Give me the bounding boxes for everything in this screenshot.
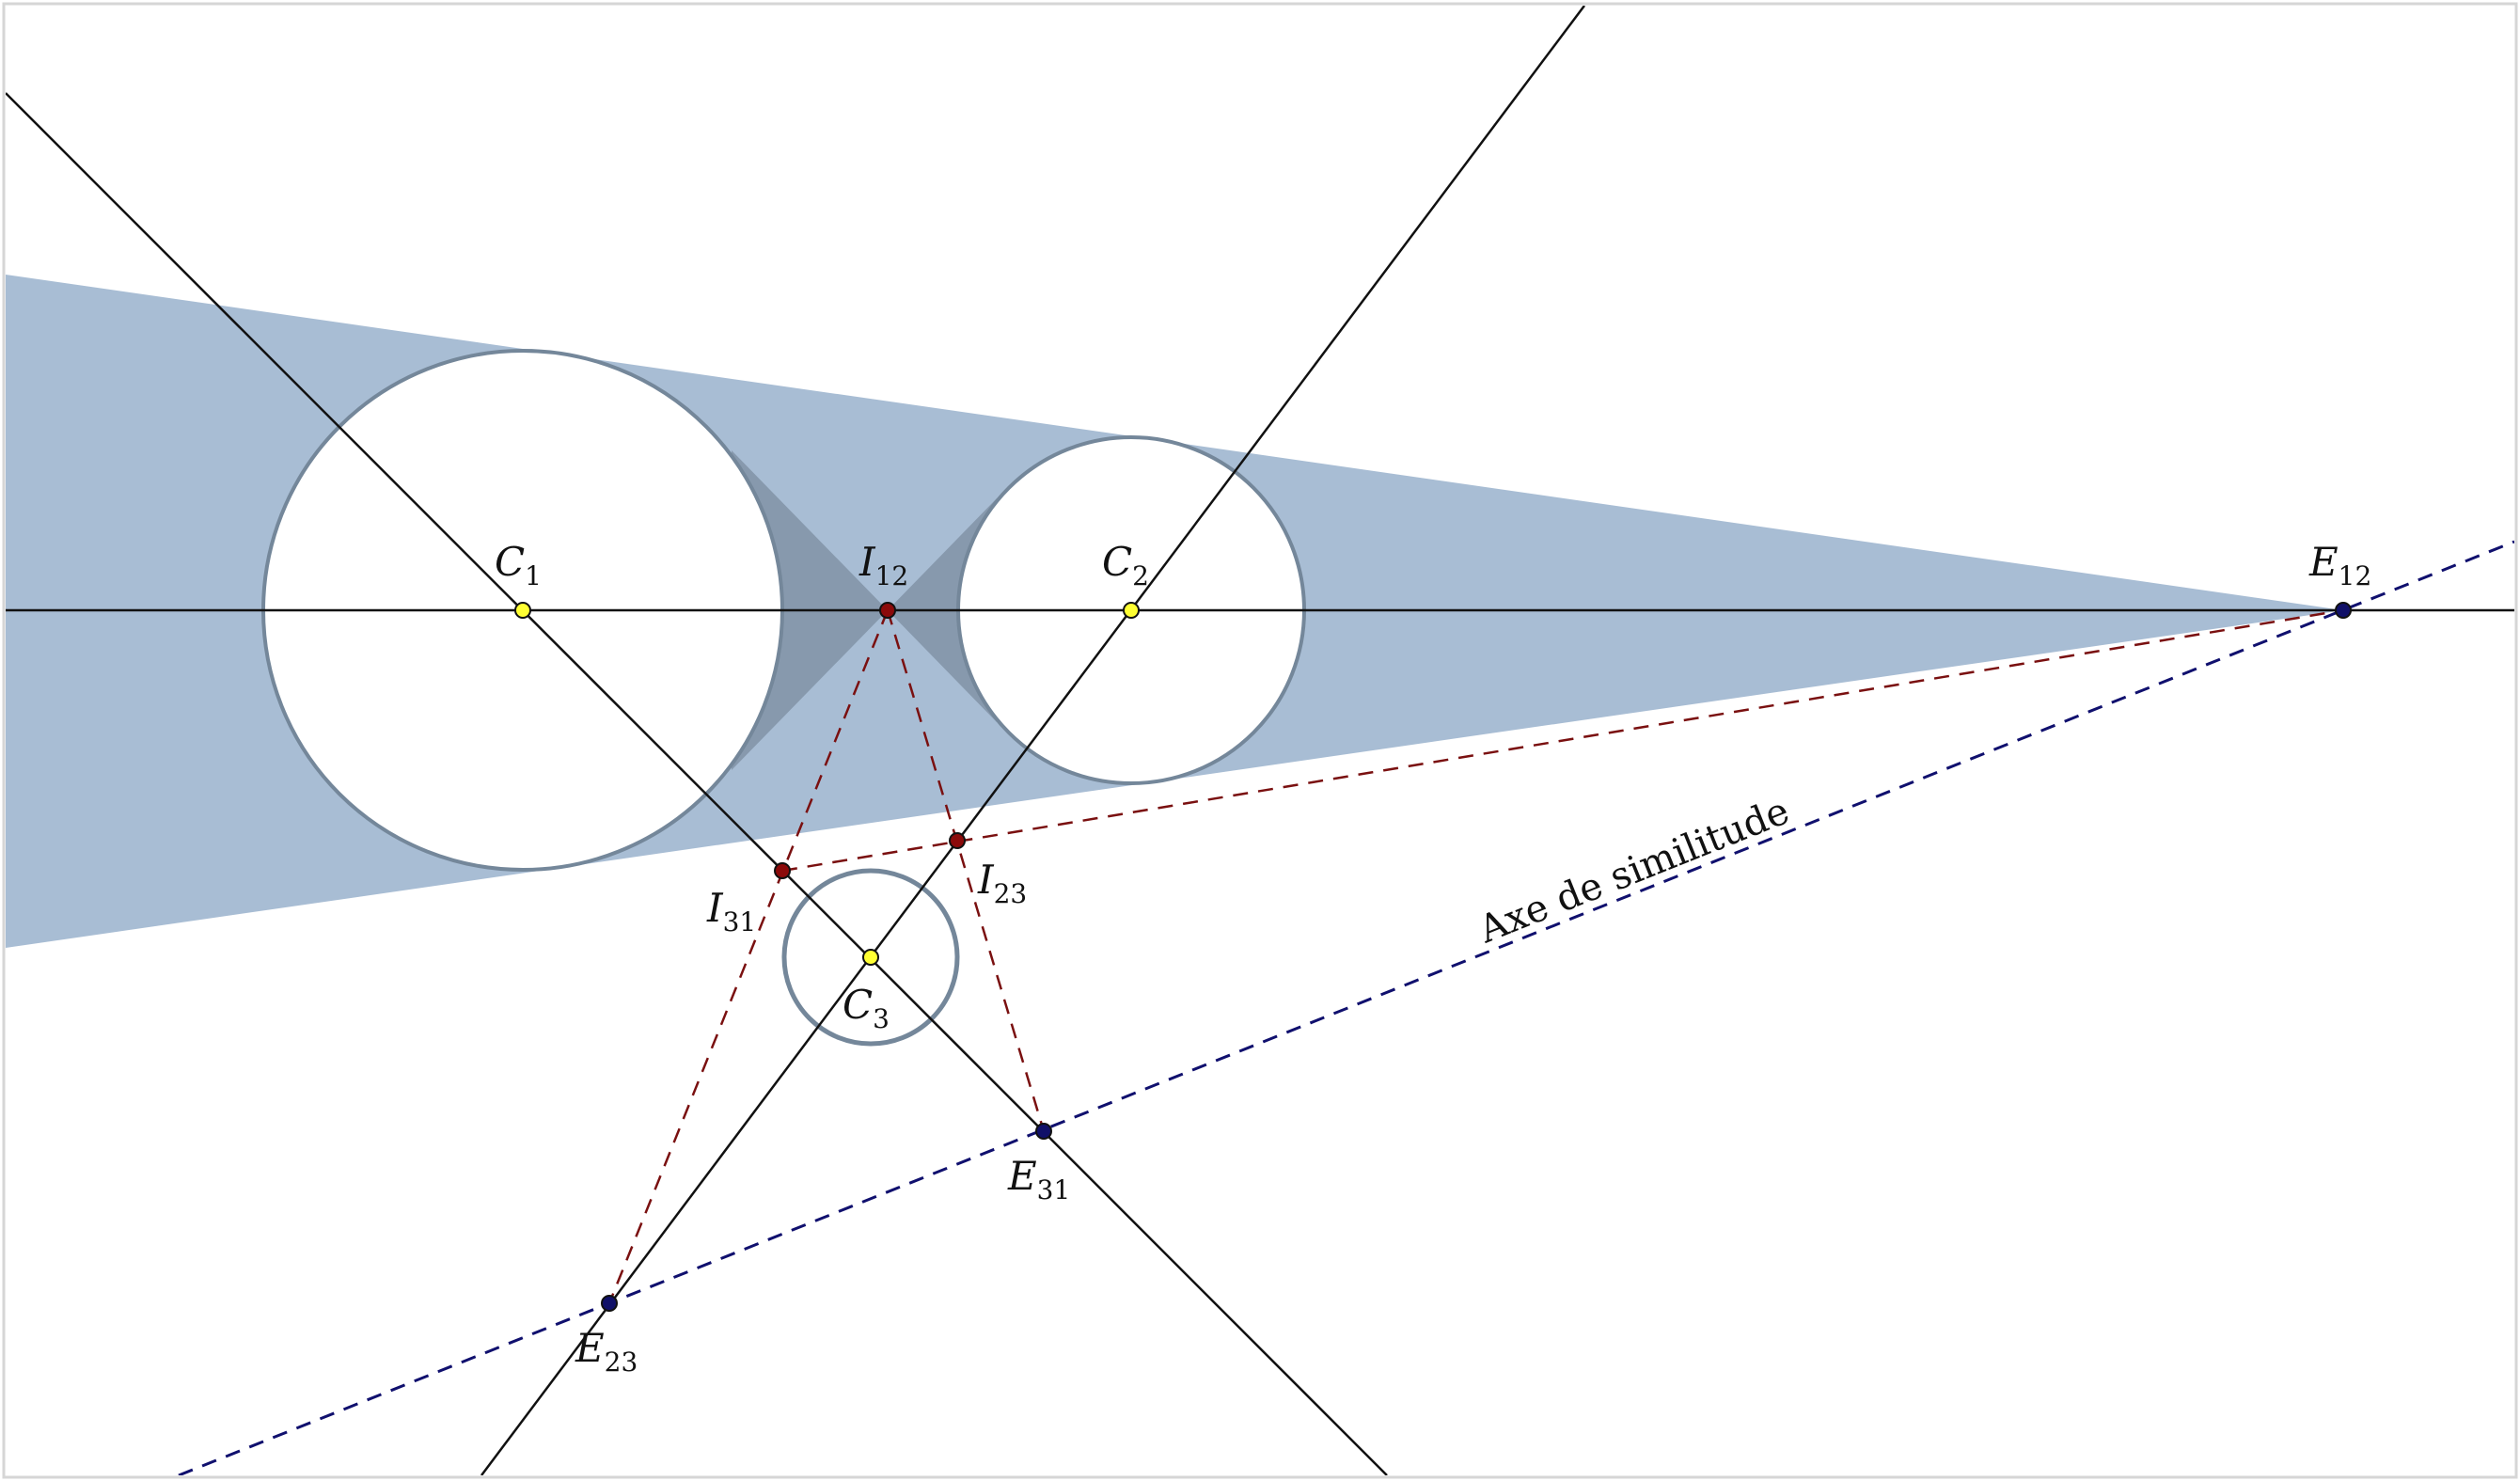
label-c2: C2 xyxy=(1102,539,1149,591)
point-e23 xyxy=(601,1295,618,1312)
label-c1: C1 xyxy=(495,539,542,591)
similitude-axis-line xyxy=(178,540,2514,1475)
label-i12: I12 xyxy=(858,539,908,591)
point-e12 xyxy=(2335,602,2352,619)
point-i31 xyxy=(774,862,791,879)
label-e23: E23 xyxy=(575,1325,638,1378)
label-e31: E31 xyxy=(1007,1153,1070,1205)
point-c1 xyxy=(514,602,531,619)
circle-c3 xyxy=(781,868,960,1047)
point-i12 xyxy=(879,602,896,619)
label-c3: C3 xyxy=(843,982,890,1034)
point-i23 xyxy=(949,832,966,849)
point-c3 xyxy=(862,949,879,966)
line-c1-c3 xyxy=(6,92,1388,1475)
dash-i31-e12 xyxy=(781,608,2344,873)
label-e12: E12 xyxy=(2308,539,2371,591)
label-i23: I23 xyxy=(977,857,1027,909)
line-c2-c3 xyxy=(480,6,1585,1475)
dash-i12-e23 xyxy=(607,609,890,1304)
label-i31: I31 xyxy=(706,885,756,937)
point-e31 xyxy=(1035,1123,1052,1140)
point-c2 xyxy=(1123,602,1140,619)
dash-i12-e31 xyxy=(886,609,1046,1132)
